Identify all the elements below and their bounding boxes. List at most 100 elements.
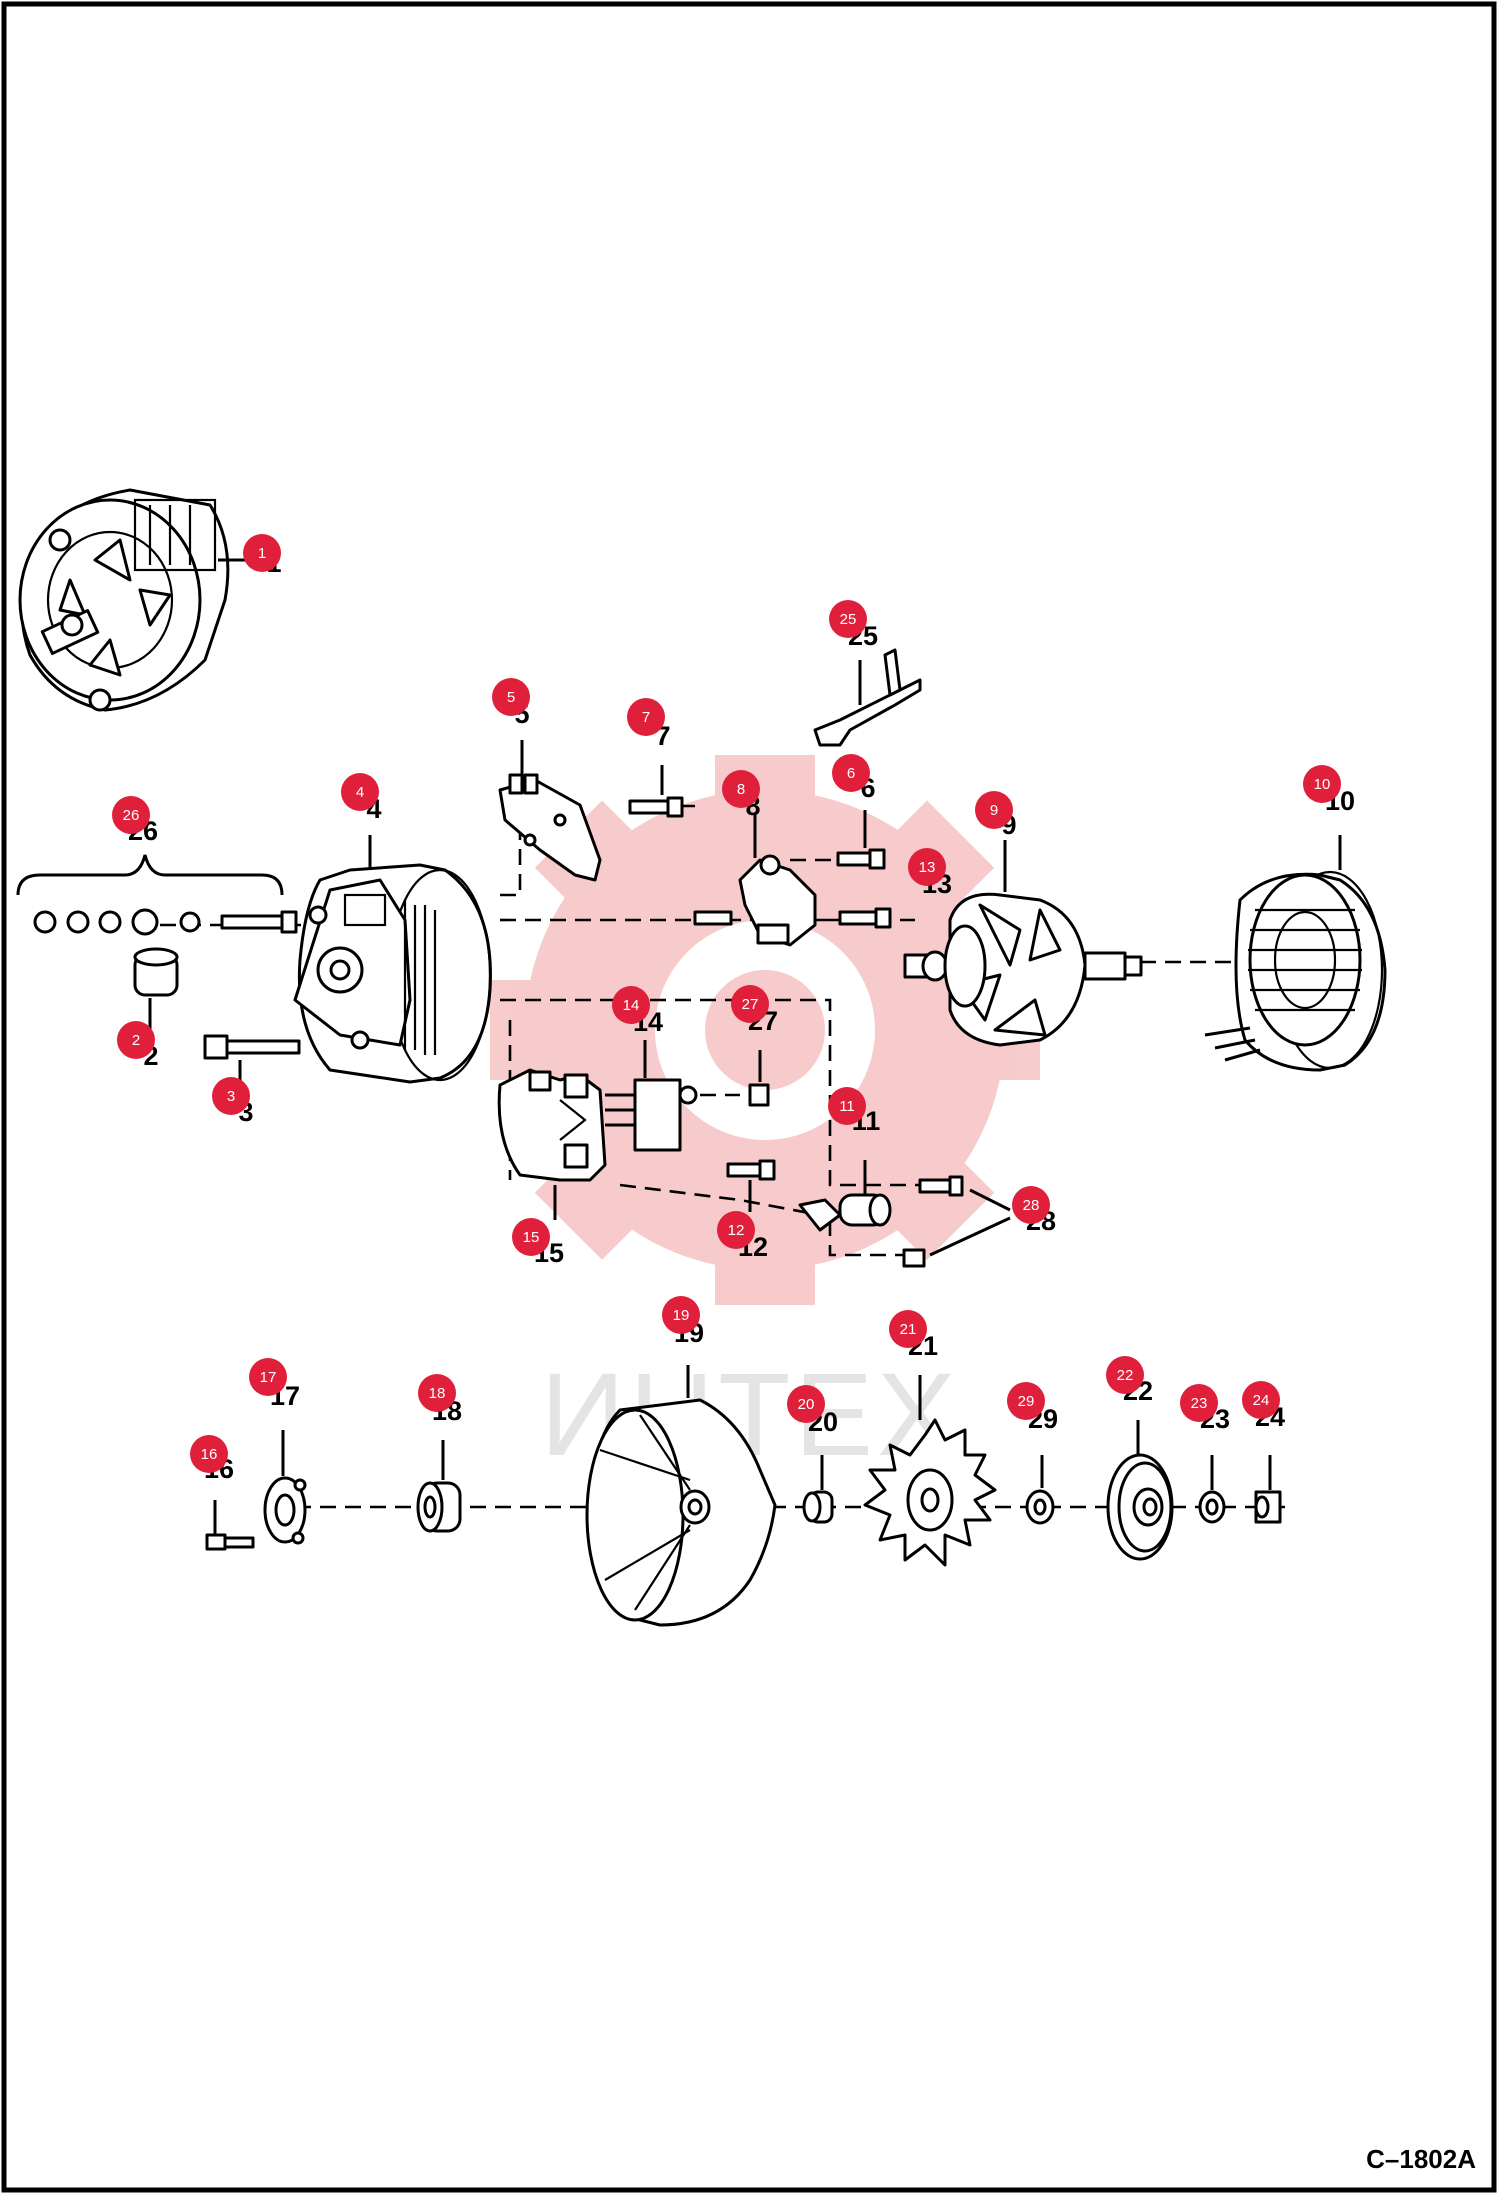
- part-2-bushing: [133, 947, 179, 1030]
- callout-badge-label-26: 26: [123, 807, 140, 824]
- part-3-through-bolt: [203, 1034, 301, 1090]
- callout-badge-circle-24: [1242, 1381, 1280, 1419]
- callout-badge-label-17: 17: [260, 1369, 277, 1386]
- part-28-screws: [902, 1175, 1011, 1268]
- callout-badge-label-9: 9: [990, 802, 998, 819]
- callout-badge-circle-12: [717, 1211, 755, 1249]
- callout-badge-label-27: 27: [742, 996, 759, 1013]
- callout-badge-27: 27: [731, 985, 769, 1023]
- callout-badge-10: 10: [1303, 765, 1341, 803]
- callout-badge-circle-25: [829, 600, 867, 638]
- callout-badge-circle-2: [117, 1021, 155, 1059]
- callout-badge-28: 28: [1012, 1186, 1050, 1224]
- callout-badge-label-19: 19: [673, 1307, 690, 1324]
- callout-badge-9: 9: [975, 791, 1013, 829]
- callout-badge-17: 17: [249, 1358, 287, 1396]
- callout-badge-circle-10: [1303, 765, 1341, 803]
- callout-badge-circle-9: [975, 791, 1013, 829]
- callout-badge-label-6: 6: [847, 765, 855, 782]
- callout-badge-circle-23: [1180, 1384, 1218, 1422]
- part-26-hardware-set: [16, 854, 298, 936]
- callout-badge-6: 6: [832, 754, 870, 792]
- callout-badge-label-16: 16: [201, 1446, 218, 1463]
- callout-badge-circle-14: [612, 986, 650, 1024]
- callout-badge-circle-7: [627, 698, 665, 736]
- callout-badge-circle-1: [243, 534, 281, 572]
- callout-badge-8: 8: [722, 770, 760, 808]
- part-11-capacitor: [798, 1160, 892, 1232]
- part-1-alternator-assembly: [18, 488, 265, 712]
- part-17-retainer-plate: [263, 1430, 307, 1545]
- callout-badge-19: 19: [662, 1296, 700, 1334]
- callout-badge-circle-8: [722, 770, 760, 808]
- callout-badge-circle-6: [832, 754, 870, 792]
- callout-badge-24: 24: [1242, 1381, 1280, 1419]
- callout-badge-label-12: 12: [728, 1222, 745, 1239]
- callout-badge-23: 23: [1180, 1384, 1218, 1422]
- callout-badge-label-15: 15: [523, 1229, 540, 1246]
- callout-badge-26: 26: [112, 796, 150, 834]
- callout-badge-label-5: 5: [507, 689, 515, 706]
- callout-badge-circle-3: [212, 1077, 250, 1115]
- part-18-bearing: [416, 1440, 462, 1533]
- callout-badge-3: 3: [212, 1077, 250, 1115]
- callout-badge-20: 20: [787, 1385, 825, 1423]
- callout-badge-circle-28: [1012, 1186, 1050, 1224]
- callout-badge-circle-26: [112, 796, 150, 834]
- callout-badge-label-23: 23: [1191, 1395, 1208, 1412]
- callout-badge-label-1: 1: [258, 545, 266, 562]
- callout-badge-2: 2: [117, 1021, 155, 1059]
- callout-badge-label-13: 13: [919, 859, 936, 876]
- callout-badge-circle-11: [828, 1087, 866, 1125]
- callout-badge-13: 13: [908, 848, 946, 886]
- callout-badge-label-22: 22: [1117, 1367, 1134, 1384]
- callout-badge-25: 25: [829, 600, 867, 638]
- callout-badge-label-10: 10: [1314, 776, 1331, 793]
- part-14-diode-trio: [605, 1040, 698, 1152]
- callout-badge-label-8: 8: [737, 781, 745, 798]
- callout-badge-label-25: 25: [840, 611, 857, 628]
- callout-badge-12: 12: [717, 1211, 755, 1249]
- part-8-brush-holder: [693, 815, 817, 947]
- part-19-drive-end-frame: [585, 1365, 777, 1627]
- callout-badge-label-21: 21: [900, 1321, 917, 1338]
- part-27-nut: [748, 1050, 770, 1107]
- part-6-screw: [836, 810, 886, 870]
- callout-badge-circle-29: [1007, 1382, 1045, 1420]
- callout-badge-label-28: 28: [1023, 1197, 1040, 1214]
- callout-badge-14: 14: [612, 986, 650, 1024]
- part-24-nut: [1254, 1455, 1282, 1524]
- part-16-screw: [205, 1500, 255, 1551]
- callout-badge-label-29: 29: [1018, 1393, 1035, 1410]
- callout-badge-15: 15: [512, 1218, 550, 1256]
- part-13-screw: [838, 907, 892, 929]
- callout-badge-circle-19: [662, 1296, 700, 1334]
- part-4-end-frame: [293, 835, 492, 1084]
- callout-badge-22: 22: [1106, 1356, 1144, 1394]
- callout-badge-label-4: 4: [356, 784, 364, 801]
- callout-badge-label-2: 2: [132, 1032, 140, 1049]
- part-7-screw: [628, 765, 684, 818]
- part-9-rotor: [903, 840, 1143, 1047]
- callout-badge-7: 7: [627, 698, 665, 736]
- callout-badge-label-7: 7: [642, 709, 650, 726]
- drawing-code: C–1802A: [1366, 2144, 1476, 2174]
- callout-badge-label-24: 24: [1253, 1392, 1270, 1409]
- callout-badge-1: 1: [243, 534, 281, 572]
- callout-badge-circle-15: [512, 1218, 550, 1256]
- callout-badge-circle-27: [731, 985, 769, 1023]
- callout-badge-circle-21: [889, 1310, 927, 1348]
- callout-badge-circle-5: [492, 678, 530, 716]
- part-29-spacer: [1025, 1455, 1055, 1525]
- callout-badge-21: 21: [889, 1310, 927, 1348]
- part-21-fan: [863, 1375, 997, 1567]
- callout-badge-label-11: 11: [839, 1098, 855, 1115]
- part-15-rectifier-bridge: [497, 1068, 607, 1220]
- part-23-lock-washer: [1198, 1455, 1226, 1524]
- callout-badge-18: 18: [418, 1374, 456, 1412]
- callout-badge-11: 11: [828, 1087, 866, 1125]
- callout-badge-label-18: 18: [429, 1385, 446, 1402]
